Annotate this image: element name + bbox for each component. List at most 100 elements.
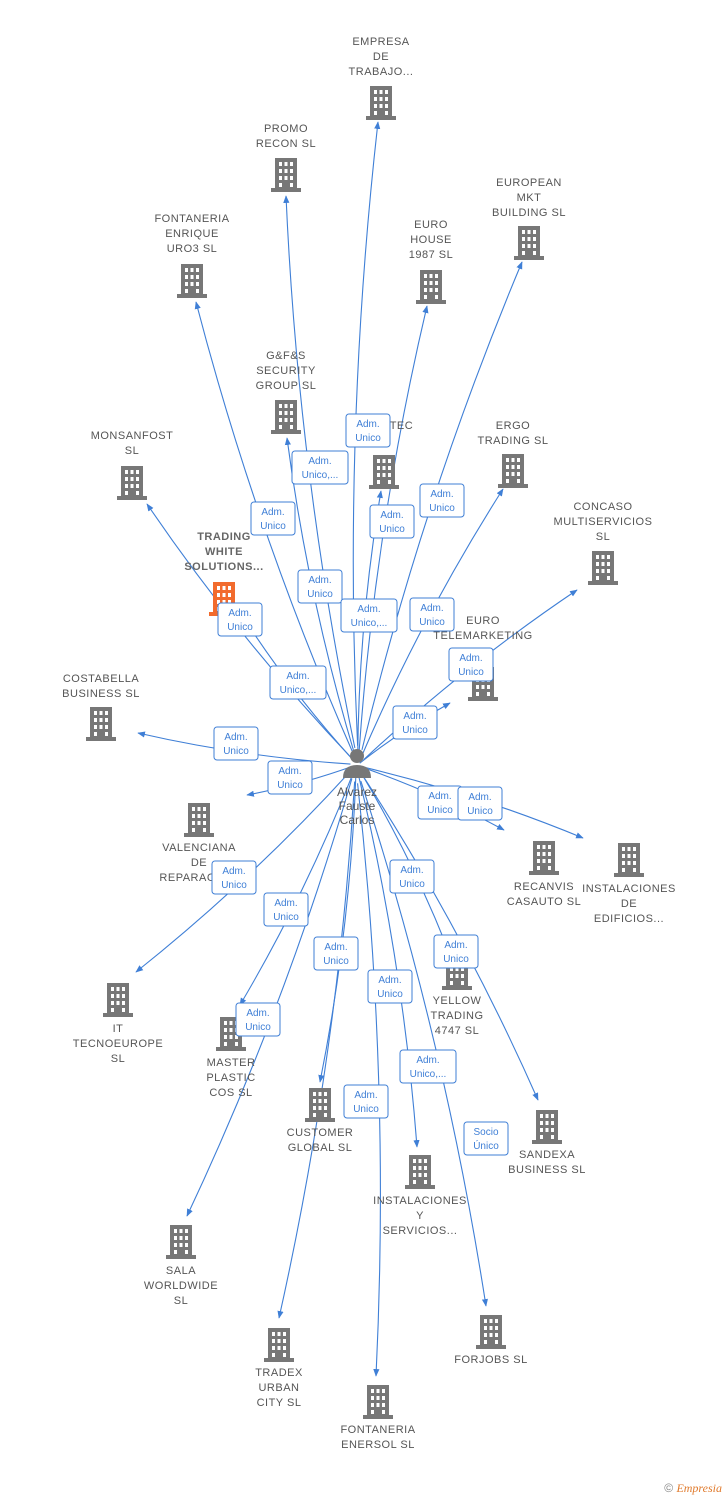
company-label-line[interactable]: BUSINESS SL [508,1164,586,1176]
company-label-line[interactable]: EDIFICIOS... [594,913,664,925]
company-label-line[interactable]: CASAUTO SL [507,896,582,908]
company-label-line[interactable]: BUILDING SL [492,207,566,219]
role-badge-box[interactable] [448,647,494,682]
role-badge-box[interactable] [291,450,349,485]
company-label-line[interactable]: GROUP SL [256,380,317,392]
building-icon[interactable] [264,1328,294,1362]
company-label-line[interactable]: COSTABELLA [63,673,139,685]
company-label-line[interactable]: IT [113,1023,124,1035]
role-badge-box[interactable] [433,934,479,969]
company-label-line[interactable]: CONCASO [573,501,632,513]
role-badge-box[interactable] [313,936,359,971]
role-badge[interactable]: Adm.Unico,... [399,1049,457,1084]
company-label-line[interactable]: TRADING [431,1010,484,1022]
role-badge-box[interactable] [343,1084,389,1119]
role-badge-box[interactable] [457,786,503,821]
role-badge-box[interactable] [211,860,257,895]
company-label-line[interactable]: HOUSE [410,234,452,246]
building-icon[interactable] [588,551,618,585]
role-badge-box[interactable] [297,569,343,604]
role-badge[interactable]: Adm.Unico [457,786,503,821]
company-label-line[interactable]: TELEMARKETING [433,630,532,642]
company-label-line[interactable]: COS SL [209,1087,252,1099]
building-icon[interactable] [514,226,544,260]
role-badge[interactable]: Adm.Unico,... [269,665,327,700]
building-icon[interactable] [498,454,528,488]
role-badge[interactable]: Adm.Unico [213,726,259,761]
company-label-line[interactable]: 1987 SL [409,249,453,261]
role-badge-box[interactable] [389,859,435,894]
company-label-line[interactable]: TRADING [197,531,251,543]
building-icon[interactable] [366,86,396,120]
role-badge-box[interactable] [367,969,413,1004]
company-label-line[interactable]: DE [373,51,389,63]
role-badge[interactable]: Adm.Unico [250,501,296,536]
company-label-line[interactable]: MKT [517,192,542,204]
company-label-line[interactable]: 4747 SL [435,1025,479,1037]
company-label-line[interactable]: EUROPEAN [496,177,562,189]
role-badge[interactable]: Adm.Unico [419,483,465,518]
company-label-line[interactable]: ENERSOL SL [341,1439,415,1451]
company-node-euro-house[interactable]: EURO HOUSE 1987 SL [409,219,453,304]
role-badge[interactable]: Adm.Unico,... [291,450,349,485]
company-label-line[interactable]: FORJOBS SL [454,1354,527,1366]
company-label-line[interactable]: SOLUTIONS... [184,561,263,573]
company-label-line[interactable]: SERVICIOS... [383,1225,458,1237]
role-badge[interactable]: Adm.Unico [392,705,438,740]
company-label-line[interactable]: URBAN [258,1382,299,1394]
company-label-line[interactable]: SANDEXA [519,1149,575,1161]
building-icon[interactable] [532,1110,562,1144]
company-label-line[interactable]: GLOBAL SL [288,1142,353,1154]
company-label-line[interactable]: FONTANERIA [340,1424,415,1436]
role-badge-box[interactable] [392,705,438,740]
company-label-line[interactable]: DE [621,898,637,910]
company-label-line[interactable]: BUSINESS SL [62,688,140,700]
company-node-instalaciones-edificios[interactable]: INSTALACIONES DE EDIFICIOS... [582,843,676,925]
company-label-line[interactable]: PLASTIC [206,1072,255,1084]
company-label-line[interactable]: SL [174,1295,188,1307]
role-badge[interactable]: Adm.Unico [417,785,463,820]
role-badge-box[interactable] [213,726,259,761]
company-label-line[interactable]: ERGO [496,420,530,432]
role-badge[interactable]: Adm.Unico,... [340,598,398,633]
building-icon[interactable] [529,841,559,875]
company-label-line[interactable]: FONTANERIA [154,213,229,225]
role-badge[interactable]: Adm.Unico [217,602,263,637]
company-label-line[interactable]: URO3 SL [167,243,218,255]
role-badge-box[interactable] [217,602,263,637]
role-badge[interactable]: Adm.Unico [297,569,343,604]
role-badge[interactable]: Adm.Unico [211,860,257,895]
role-badge-box[interactable] [263,892,309,927]
company-node-customer-global[interactable]: CUSTOMER GLOBAL SL [287,1088,354,1154]
company-label-line[interactable]: TRADEX [255,1367,303,1379]
building-icon[interactable] [363,1385,393,1419]
role-badge-box[interactable] [369,504,415,539]
company-label-line[interactable]: CUSTOMER [287,1127,354,1139]
role-badge-box[interactable] [345,413,391,448]
role-badge[interactable]: Adm.Unico [389,859,435,894]
company-label-line[interactable]: INSTALACIONES [582,883,676,895]
company-label-line[interactable]: MULTISERVICIOS [554,516,653,528]
company-label-line[interactable]: SL [111,1053,125,1065]
building-icon[interactable] [405,1155,435,1189]
company-label-line[interactable]: EURO [414,219,448,231]
role-badge[interactable]: Adm.Unico [448,647,494,682]
role-badge[interactable]: Adm.Unico [367,969,413,1004]
company-label-line[interactable]: PROMO [264,123,308,135]
role-badge[interactable]: Adm.Unico [345,413,391,448]
role-badge-box[interactable] [399,1049,457,1084]
role-badge[interactable]: Adm.Unico [235,1002,281,1037]
